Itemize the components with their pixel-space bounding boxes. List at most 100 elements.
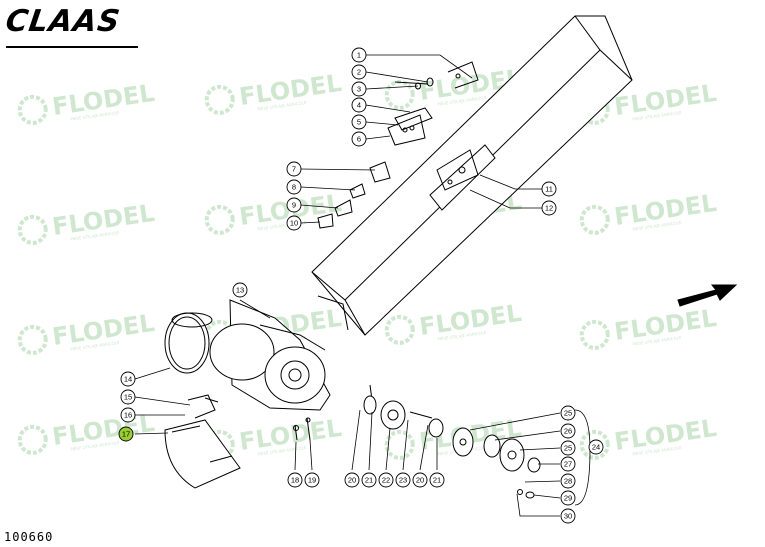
fan-housing bbox=[209, 299, 331, 411]
callout-label: 20 bbox=[416, 476, 424, 485]
callout-circle bbox=[412, 472, 428, 488]
callout-label: 21 bbox=[433, 476, 441, 485]
callout-14: 14 bbox=[120, 371, 136, 387]
callout-label: 24 bbox=[592, 443, 600, 452]
callout-label: 30 bbox=[564, 512, 572, 521]
callout-3: 3 bbox=[351, 81, 367, 97]
callout-circle bbox=[344, 472, 360, 488]
hinge-parts bbox=[317, 161, 391, 229]
gear-icon bbox=[17, 424, 48, 455]
callout-circle bbox=[286, 197, 302, 213]
callout-circle bbox=[560, 456, 576, 472]
watermark-subtext: PIESE UTILAJE AGRICOLE bbox=[70, 230, 120, 242]
watermark-subtext: PIESE UTILAJE AGRICOLE bbox=[70, 110, 120, 122]
callout-circle bbox=[351, 47, 367, 63]
callout-circle bbox=[286, 179, 302, 195]
callout-label: 29 bbox=[564, 494, 572, 503]
callout-circle bbox=[541, 200, 557, 216]
plate-4-5 bbox=[387, 107, 433, 146]
callout-5: 5 bbox=[351, 114, 367, 130]
callout-circle bbox=[560, 473, 576, 489]
callout-7: 7 bbox=[286, 161, 302, 177]
callout-label: 7 bbox=[292, 165, 296, 174]
callout-circle bbox=[588, 439, 604, 455]
callout-label: 5 bbox=[357, 118, 361, 127]
callout-circle bbox=[286, 161, 302, 177]
callout-label: 16 bbox=[124, 411, 132, 420]
bolts-18-19 bbox=[293, 417, 311, 441]
gear-icon bbox=[17, 324, 48, 355]
watermark-subtext: PIESE UTILAJE AGRICOLE bbox=[632, 445, 682, 457]
callout-label: 18 bbox=[291, 476, 299, 485]
callout-label: 19 bbox=[308, 476, 316, 485]
callout-label: 4 bbox=[357, 101, 361, 110]
callout-21: 21 bbox=[429, 472, 445, 488]
watermark-subtext: PIESE UTILAJE AGRICOLE bbox=[437, 330, 487, 342]
ring bbox=[164, 312, 213, 374]
callout-21: 21 bbox=[361, 472, 377, 488]
callout-circle bbox=[395, 472, 411, 488]
callout-label: 11 bbox=[545, 185, 553, 194]
callout-25: 25 bbox=[560, 440, 576, 456]
callout-20: 20 bbox=[344, 472, 360, 488]
callout-label: 3 bbox=[357, 85, 361, 94]
callout-circle bbox=[120, 371, 136, 387]
callout-12: 12 bbox=[541, 200, 557, 216]
callout-circle bbox=[560, 405, 576, 421]
bearing-group bbox=[452, 427, 541, 499]
gear-icon bbox=[384, 429, 415, 460]
callout-label: 13 bbox=[236, 286, 244, 295]
callout-label: 22 bbox=[382, 476, 390, 485]
callout-circle bbox=[351, 114, 367, 130]
callout-label: 23 bbox=[399, 476, 407, 485]
callout-label: 1 bbox=[357, 51, 361, 60]
callout-circle bbox=[120, 389, 136, 405]
callout-17: 17 bbox=[118, 426, 134, 442]
callout-28: 28 bbox=[560, 473, 576, 489]
u-bolt bbox=[187, 394, 219, 419]
callout-24: 24 bbox=[588, 439, 604, 455]
callout-22: 22 bbox=[378, 472, 394, 488]
callout-circle bbox=[560, 440, 576, 456]
callout-label: 6 bbox=[357, 135, 361, 144]
callout-circle bbox=[560, 423, 576, 439]
gear-icon bbox=[579, 319, 610, 350]
gear-icon bbox=[384, 314, 415, 345]
callout-10: 10 bbox=[286, 215, 302, 231]
callout-circle bbox=[351, 131, 367, 147]
callout-circle bbox=[560, 508, 576, 524]
callout-18: 18 bbox=[287, 472, 303, 488]
callout-circle bbox=[120, 407, 136, 423]
callout-19: 19 bbox=[304, 472, 320, 488]
line-art bbox=[134, 15, 738, 517]
gear-icon bbox=[17, 214, 48, 245]
direction-arrow bbox=[677, 284, 738, 307]
callout-9: 9 bbox=[286, 197, 302, 213]
callout-label: 2 bbox=[357, 68, 361, 77]
callout-label: 14 bbox=[124, 375, 132, 384]
watermark-subtext: PIESE UTILAJE AGRICOLE bbox=[632, 220, 682, 232]
logo-underline bbox=[6, 46, 138, 48]
tube-plate bbox=[429, 144, 496, 211]
callout-29: 29 bbox=[560, 490, 576, 506]
callout-26: 26 bbox=[560, 423, 576, 439]
callout-circle bbox=[429, 472, 445, 488]
callout-2: 2 bbox=[351, 64, 367, 80]
callout-label: 9 bbox=[292, 201, 296, 210]
callout-4: 4 bbox=[351, 97, 367, 113]
callout-circle bbox=[541, 181, 557, 197]
gear-icon bbox=[579, 429, 610, 460]
callout-30: 30 bbox=[560, 508, 576, 524]
watermark-subtext: PIESE UTILAJE AGRICOLE bbox=[632, 110, 682, 122]
gear-icon bbox=[579, 204, 610, 235]
